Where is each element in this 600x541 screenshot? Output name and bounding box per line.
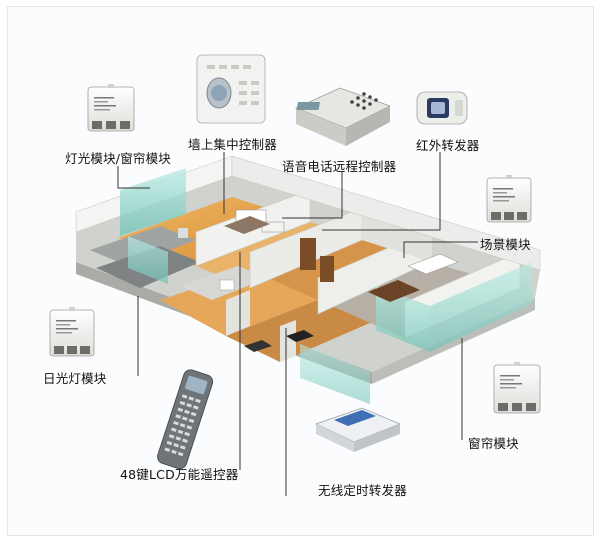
label-lcd-remote: 48键LCD万能遥控器 — [120, 467, 239, 482]
lcd-remote-icon — [157, 369, 214, 470]
label-fluorescent-module: 日光灯模块 — [43, 371, 107, 386]
callout-line-ir-repeater — [322, 152, 441, 231]
label-wall-controller: 墙上集中控制器 — [188, 137, 277, 152]
house-floorplan — [75, 155, 541, 404]
ir-repeater-icon — [416, 91, 468, 125]
callout-lines — [117, 152, 478, 496]
callout-line-light-curtain — [117, 166, 150, 189]
label-voice-phone-controller: 语音电话远程控制器 — [282, 159, 397, 174]
scene-module-icon — [486, 175, 532, 223]
callout-line-scene — [403, 241, 478, 258]
fluorescent-module-icon — [49, 307, 95, 357]
voice-phone-controller-icon — [294, 87, 392, 146]
curtain-module-icon — [493, 362, 541, 414]
wall-controller-icon — [196, 54, 266, 124]
label-curtain-module: 窗帘模块 — [468, 436, 519, 451]
label-scene-module: 场景模块 — [480, 237, 531, 252]
label-light-curtain-module: 灯光模块/窗帘模块 — [65, 151, 172, 166]
label-ir-repeater: 红外转发器 — [416, 138, 480, 153]
label-wireless-timer-repeater: 无线定时转发器 — [318, 483, 407, 498]
wireless-timer-repeater-icon — [314, 407, 402, 452]
module-box-icon — [87, 84, 135, 132]
callout-line-voice-phone — [282, 172, 343, 219]
